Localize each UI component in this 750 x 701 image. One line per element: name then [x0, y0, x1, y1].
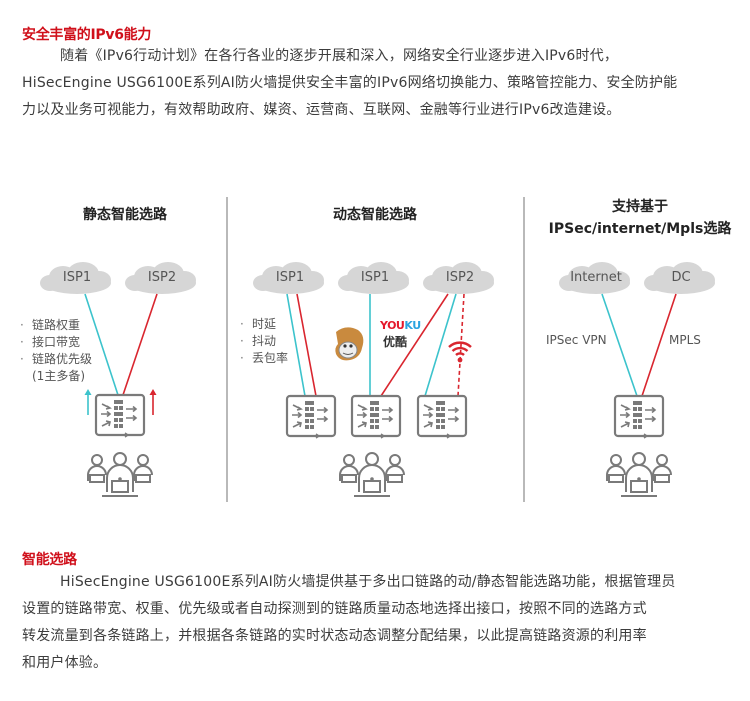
wifi-icon	[448, 341, 472, 363]
paragraph-line: 随着《IPv6行动计划》在各行各业的逐步开展和深入，网络安全行业逐步进入IPv6…	[60, 48, 619, 64]
routing-diagram: 静态智能选路 ISP1 ISP2 ·链路权重 ·接口带宽 ·链路优先级 (1主多…	[0, 190, 750, 510]
paragraph-line: HiSecEngine USG6100E系列AI防火墙提供安全丰富的IPv6网络…	[22, 75, 678, 91]
cloud-label: ISP2	[445, 270, 475, 285]
list-item: ·抖动	[240, 334, 277, 348]
dynamic-criteria-list: ·时延 ·抖动 ·丢包率	[240, 316, 288, 367]
dynamic-routing-title: 动态智能选路	[333, 207, 417, 223]
firewall-icon	[350, 394, 402, 440]
column-divider	[523, 197, 525, 502]
static-criteria-list: ·链路权重 ·接口带宽 ·链路优先级 (1主多备)	[20, 317, 92, 385]
section-paragraph-routing: HiSecEngine USG6100E系列AI防火墙提供基于多出口链路的动/静…	[22, 569, 734, 677]
list-item: ·链路优先级	[20, 352, 93, 366]
list-item: ·接口带宽	[20, 335, 81, 349]
upload-arrow-red-icon	[149, 389, 157, 415]
ipsec-vpn-label: IPSec VPN	[546, 333, 607, 347]
firewall-icon	[613, 394, 665, 440]
cloud-label: ISP1	[62, 270, 92, 285]
cloud-label: Internet	[570, 270, 622, 285]
paragraph-line: HiSecEngine USG6100E系列AI防火墙提供基于多出口链路的动/静…	[60, 574, 676, 590]
list-item: ·链路权重	[20, 318, 81, 332]
paragraph-line: 和用户体验。	[22, 655, 108, 671]
mpls-label: MPLS	[669, 333, 701, 347]
paragraph-line: 设置的链路带宽、权重、优先级或者自动探测到的链路质量动态地选择出接口，按照不同的…	[22, 601, 647, 617]
vpn-routing-title: 支持基于 IPSec/internet/Mpls选路	[540, 196, 740, 240]
firewall-icon	[285, 394, 337, 440]
users-icon	[87, 452, 153, 497]
list-item: ·时延	[240, 317, 277, 331]
thunder-app-icon	[335, 327, 364, 361]
paragraph-line: 力以及业务可视能力，有效帮助政府、媒资、运营商、互联网、金融等行业进行IPv6改…	[22, 102, 621, 118]
users-icon	[339, 452, 405, 497]
cloud-label: DC	[671, 270, 691, 285]
title-line: IPSec/internet/Mpls选路	[548, 221, 732, 237]
section-paragraph-ipv6: 随着《IPv6行动计划》在各行各业的逐步开展和深入，网络安全行业逐步进入IPv6…	[22, 43, 734, 124]
section-heading-routing: 智能选路	[22, 552, 77, 568]
firewall-icon	[94, 393, 146, 439]
list-item: ·丢包率	[240, 351, 289, 365]
cloud-label: ISP1	[275, 270, 305, 285]
static-routing-title: 静态智能选路	[83, 207, 167, 223]
diagram-graphics	[40, 262, 715, 497]
firewall-icon	[416, 394, 468, 440]
upload-arrow-cyan-icon	[84, 389, 92, 415]
cloud-label: ISP1	[360, 270, 390, 285]
section-heading-ipv6: 安全丰富的IPv6能力	[22, 27, 152, 43]
cloud-label: ISP2	[147, 270, 177, 285]
column-divider	[226, 197, 228, 502]
youku-label: 优酷	[383, 335, 408, 349]
users-icon	[606, 452, 672, 497]
title-line: 支持基于	[612, 199, 668, 215]
paragraph-line: 转发流量到各条链路上，并根据各条链路的实时状态动态调整分配结果，以此提高链路资源…	[22, 628, 647, 644]
list-item-continuation: (1主多备)	[32, 369, 85, 383]
youku-logo: YOUKU	[380, 319, 421, 332]
